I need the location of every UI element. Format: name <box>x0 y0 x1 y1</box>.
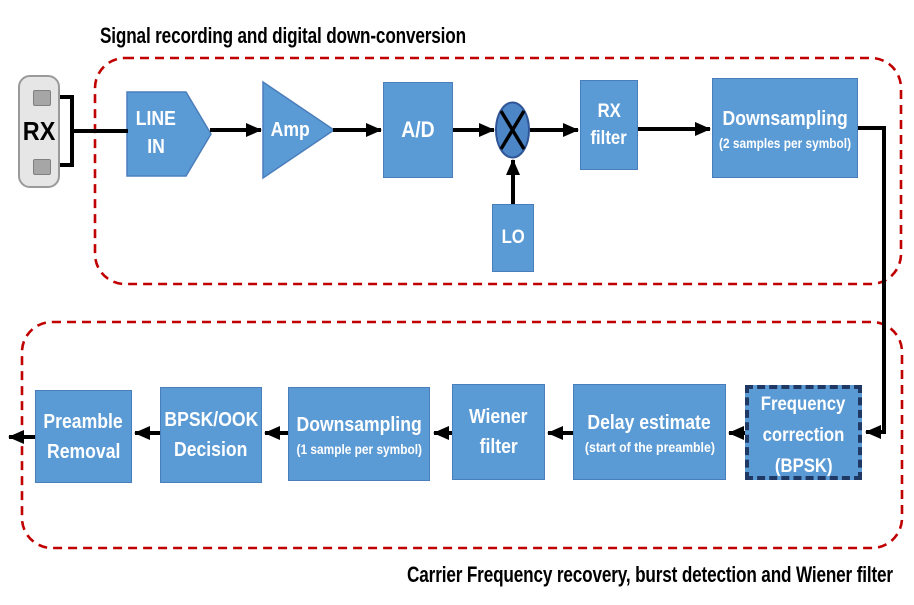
block-label: correction <box>762 425 845 446</box>
block-label: RX <box>597 101 621 122</box>
block-downsampling-2: Downsampling (2 samples per symbol) <box>712 78 858 178</box>
block-label: Removal <box>46 440 121 463</box>
rx-label: RX <box>22 116 56 146</box>
amp-triangle <box>262 80 336 180</box>
mixer-x-stroke <box>499 110 526 150</box>
block-preamble-removal: Preamble Removal <box>35 390 132 483</box>
rx-pin-icon <box>33 90 51 106</box>
block-rx-filter: RX filter <box>580 80 638 170</box>
block-frequency-correction: Frequency correction (BPSK) <box>745 385 862 480</box>
block-sublabel: (start of the preamble) <box>584 438 715 455</box>
rx-connector: RX <box>18 75 60 188</box>
block-bpsk-ook-decision: BPSK/OOK Decision <box>160 387 262 483</box>
block-label: LO <box>501 227 525 248</box>
top-section-outline <box>93 56 903 286</box>
block-downsampling-1: Downsampling (1 sample per symbol) <box>288 387 430 481</box>
block-label: IN <box>147 136 165 158</box>
arrow-downsampling-to-frequency-correction <box>858 126 886 439</box>
block-ad-converter: A/D <box>383 82 453 178</box>
block-wiener-filter: Wiener filter <box>452 384 545 480</box>
block-label: LINE <box>135 108 177 130</box>
block-sublabel: (2 samples per symbol) <box>718 135 852 151</box>
block-label: Downsampling <box>296 413 422 436</box>
block-label: BPSK/OOK <box>164 409 258 431</box>
block-label: Frequency <box>761 394 846 415</box>
block-label: filter <box>479 436 518 458</box>
block-label: A/D <box>401 117 435 142</box>
block-label: Downsampling <box>722 107 848 130</box>
line-in-pentagon <box>126 91 212 177</box>
block-sublabel: (1 sample per symbol) <box>296 441 422 457</box>
rx-pin-icon <box>33 159 51 175</box>
block-lo: LO <box>492 204 534 272</box>
block-label: Amp <box>270 119 310 141</box>
block-label: Preamble <box>43 410 124 433</box>
block-label: Wiener <box>469 406 528 428</box>
block-line-in: LINE IN <box>124 98 188 168</box>
block-amp: Amp <box>264 113 316 147</box>
block-label: (BPSK) <box>774 456 833 477</box>
bottom-section-title: Carrier Frequency recovery, burst detect… <box>407 562 893 587</box>
block-label: Decision <box>174 439 248 461</box>
top-section-title: Signal recording and digital down-conver… <box>100 23 466 48</box>
block-delay-estimate: Delay estimate (start of the preamble) <box>573 384 726 480</box>
block-label: Delay estimate <box>587 411 712 434</box>
block-label: filter <box>590 128 628 149</box>
